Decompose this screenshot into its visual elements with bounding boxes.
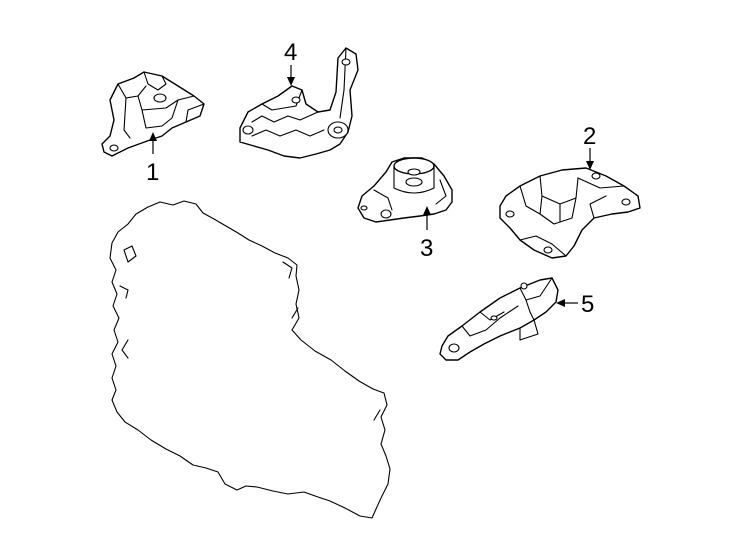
part-5-torque-strut	[439, 277, 559, 361]
callout-5: 5	[581, 291, 594, 318]
leader-5	[556, 299, 578, 307]
engine-block-outline	[109, 200, 391, 519]
callout-3: 3	[420, 235, 433, 262]
callout-1: 1	[146, 159, 159, 186]
part-2-transmission-mount	[499, 167, 641, 259]
callout-4: 4	[284, 39, 297, 66]
callout-2: 2	[583, 123, 596, 150]
leader-1	[149, 132, 157, 154]
part-4-mount-bracket	[239, 47, 359, 159]
leader-2	[586, 148, 594, 170]
part-1-engine-mount	[101, 71, 205, 157]
leader-3	[423, 206, 431, 230]
leader-4	[287, 65, 295, 86]
part-3-mount-insulator	[357, 157, 453, 223]
